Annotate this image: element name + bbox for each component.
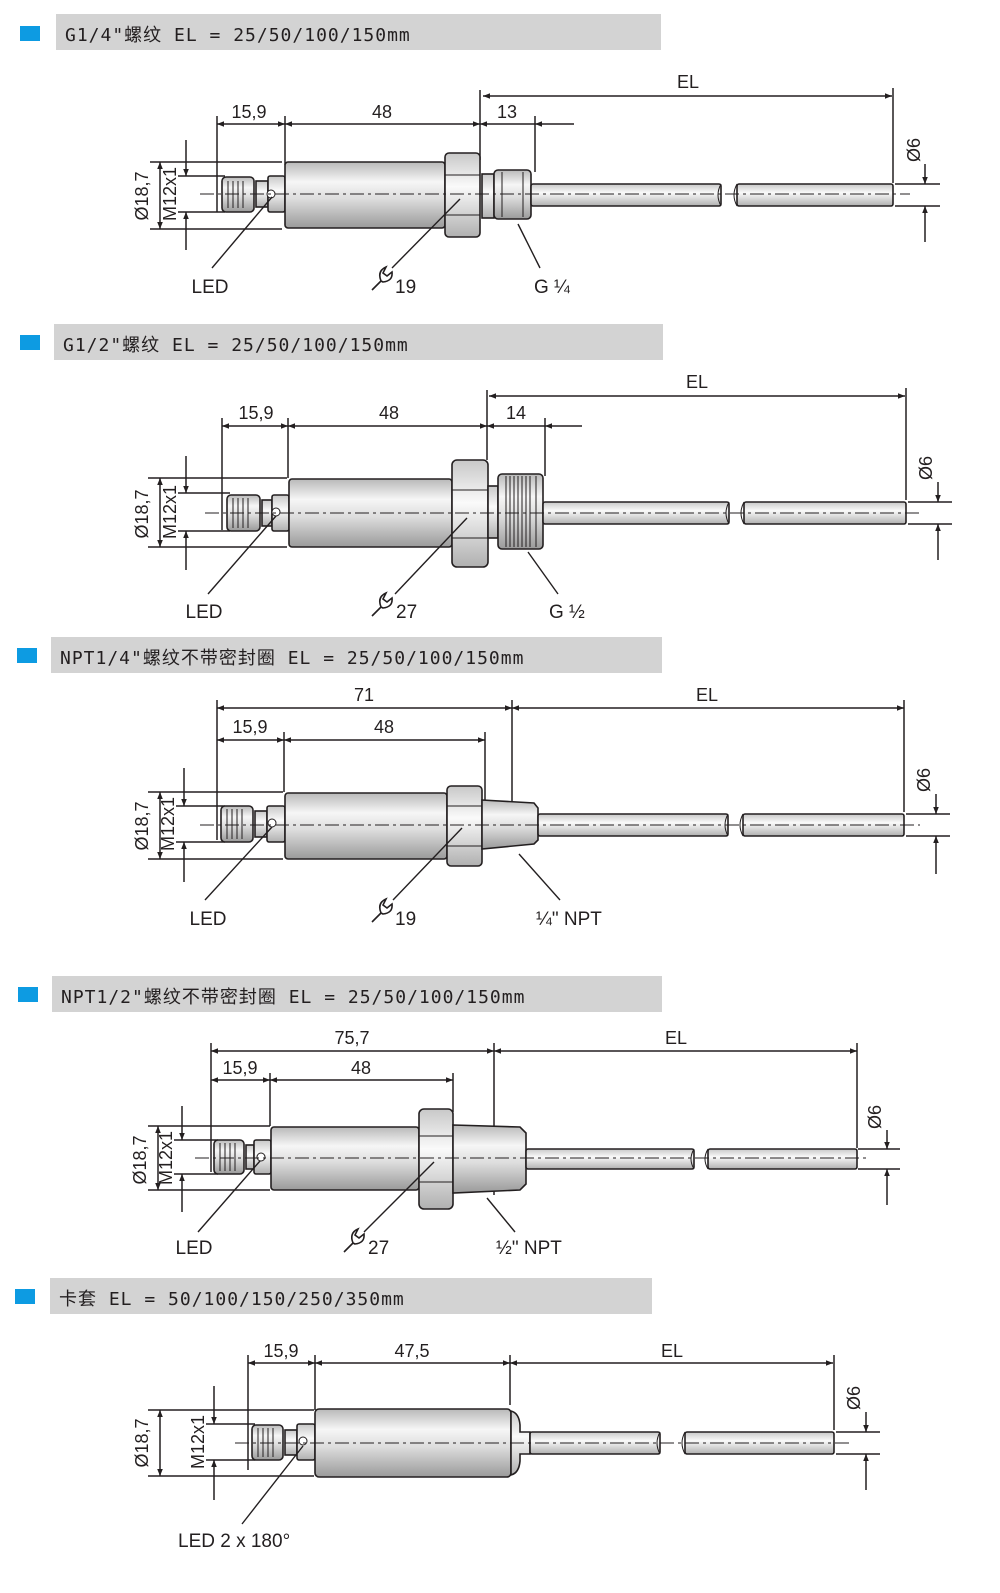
dim-left-label: 15,9 — [222, 1058, 257, 1078]
dim-body-label: 48 — [374, 717, 394, 737]
dim-body-label: 47,5 — [394, 1341, 429, 1361]
dia-probe-label: Ø6 — [844, 1386, 864, 1410]
dim-thread-label: 13 — [497, 102, 517, 122]
dia-outer-label: Ø18,7 — [130, 1135, 150, 1184]
wrench-size-label: 27 — [368, 1238, 389, 1259]
dim-body-label: 48 — [372, 102, 392, 122]
thread-label: ¼" NPT — [536, 909, 602, 930]
dim-left-label: 15,9 — [232, 717, 267, 737]
dia-probe-label: Ø6 — [865, 1105, 885, 1129]
section-2-title: G1/2"螺纹 EL = 25/50/100/150mm — [63, 335, 409, 356]
dim-left-label: 15,9 — [238, 403, 273, 423]
dim-left-label: 15,9 — [231, 102, 266, 122]
section-1-title: G1/4"螺纹 EL = 25/50/100/150mm — [65, 25, 411, 46]
wrench-icon — [371, 897, 393, 923]
led-label: LED — [190, 909, 227, 930]
dim-el-label: EL — [661, 1341, 683, 1361]
section-4-marker — [18, 987, 38, 1002]
dim-el-label: EL — [696, 685, 718, 705]
dim-body-label: 48 — [379, 403, 399, 423]
section-2-drawing: 15,9 48 14 EL Ø18,7 M12x1 Ø6 LED 27 G ½ — [132, 372, 952, 623]
section-2-marker — [20, 335, 40, 350]
section-1-header: G1/4"螺纹 EL = 25/50/100/150mm — [56, 14, 661, 50]
section-2-header: G1/2"螺纹 EL = 25/50/100/150mm — [54, 324, 663, 360]
section-5-header: 卡套 EL = 50/100/150/250/350mm — [50, 1278, 652, 1314]
dia-outer-label: Ø18,7 — [132, 489, 152, 538]
wrench-icon — [371, 591, 393, 617]
section-1-marker — [20, 26, 40, 41]
section-4-title: NPT1/2"螺纹不带密封圈 EL = 25/50/100/150mm — [61, 987, 526, 1008]
dia-probe-label: Ø6 — [914, 768, 934, 792]
section-5-marker — [15, 1289, 35, 1304]
section-4-drawing: 75,7 EL 15,9 48 Ø18,7 M12x1 Ø6 LED 27 ½"… — [130, 1028, 900, 1259]
section-3-title: NPT1/4"螺纹不带密封圈 EL = 25/50/100/150mm — [60, 648, 525, 669]
wrench-icon — [343, 1227, 365, 1253]
dia-outer-label: Ø18,7 — [132, 1418, 152, 1467]
dim-body-label: 48 — [351, 1058, 371, 1078]
section-4-header: NPT1/2"螺纹不带密封圈 EL = 25/50/100/150mm — [52, 976, 662, 1012]
wrench-size-label: 27 — [396, 602, 417, 623]
dim-left-label: 15,9 — [263, 1341, 298, 1361]
thread-conn-label: M12x1 — [188, 1415, 208, 1469]
dim-total-label: 71 — [354, 685, 374, 705]
dia-outer-label: Ø18,7 — [132, 171, 152, 220]
led-label: LED — [192, 277, 229, 298]
dim-el-label: EL — [677, 72, 699, 92]
dia-probe-label: Ø6 — [916, 456, 936, 480]
section-5-title: 卡套 EL = 50/100/150/250/350mm — [59, 1289, 405, 1310]
dim-thread-label: 14 — [506, 403, 526, 423]
section-1-drawing: 15,9 48 13 EL Ø18,7 M12x1 Ø6 LED 19 G ¼ — [132, 72, 940, 298]
dia-probe-label: Ø6 — [904, 138, 924, 162]
wrench-size-label: 19 — [395, 909, 416, 930]
section-3-drawing: 71 EL 15,9 48 Ø18,7 M12x1 Ø6 LED 19 ¼" N… — [132, 685, 950, 930]
dim-el-label: EL — [686, 372, 708, 392]
led-label: LED — [176, 1238, 213, 1259]
thread-label: G ½ — [549, 602, 585, 623]
dia-outer-label: Ø18,7 — [132, 801, 152, 850]
section-3-header: NPT1/4"螺纹不带密封圈 EL = 25/50/100/150mm — [51, 637, 662, 673]
section-3-marker — [17, 648, 37, 663]
dim-total-label: 75,7 — [334, 1028, 369, 1048]
led-label: LED — [186, 602, 223, 623]
wrench-size-label: 19 — [395, 277, 416, 298]
section-5-drawing: 15,9 47,5 EL Ø18,7 M12x1 Ø6 LED 2 x 180° — [132, 1341, 880, 1552]
dim-el-label: EL — [665, 1028, 687, 1048]
thread-conn-label: M12x1 — [160, 485, 180, 539]
thread-conn-label: M12x1 — [158, 797, 178, 851]
wrench-icon — [371, 265, 393, 291]
led-label: LED 2 x 180° — [178, 1531, 290, 1552]
thread-conn-label: M12x1 — [156, 1131, 176, 1185]
thread-conn-label: M12x1 — [160, 167, 180, 221]
thread-label: G ¼ — [534, 277, 571, 298]
thread-label: ½" NPT — [496, 1238, 562, 1259]
